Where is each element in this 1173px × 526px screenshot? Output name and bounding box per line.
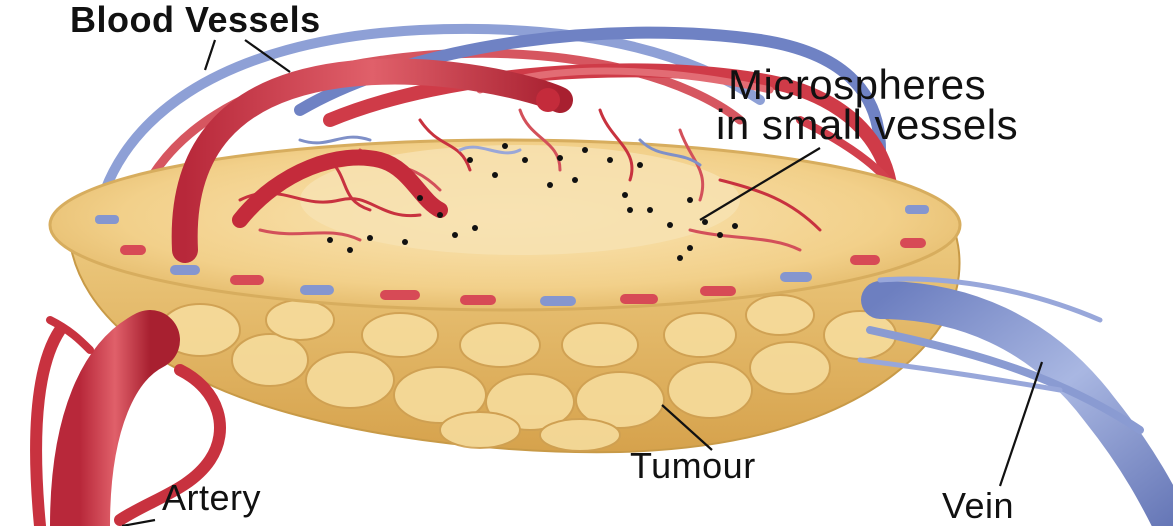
label-in-small-vessels: in small vessels [716, 104, 1018, 146]
vein [860, 279, 1173, 526]
label-tumour: Tumour [630, 448, 756, 484]
label-artery: Artery [162, 480, 261, 516]
label-vein: Vein [942, 488, 1014, 524]
label-microspheres: Microspheres [728, 64, 986, 106]
label-blood-vessels: Blood Vessels [70, 2, 321, 38]
